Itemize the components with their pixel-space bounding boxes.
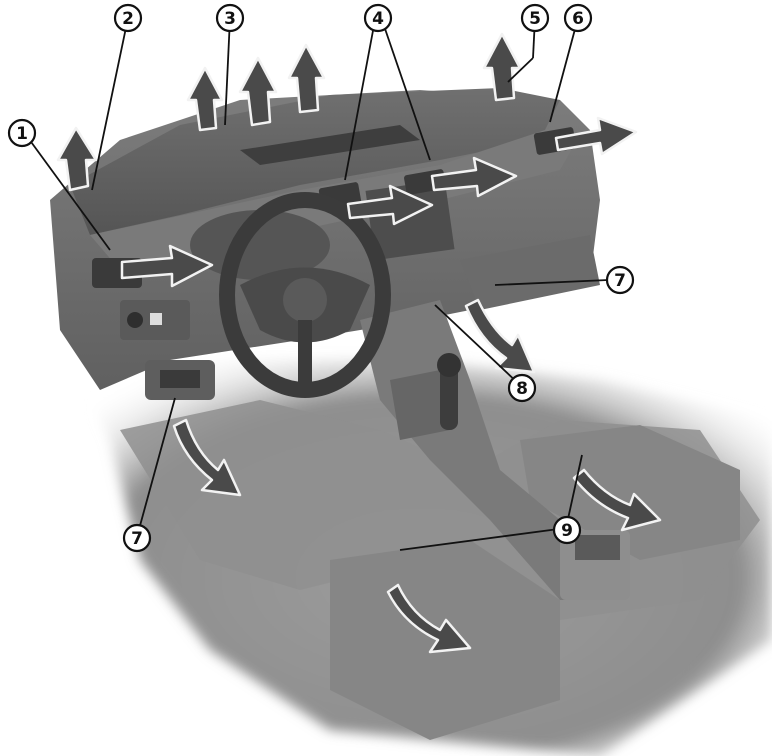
callout-1: 1	[9, 120, 35, 146]
callout-7-left: 7	[124, 525, 150, 551]
callout-2: 2	[115, 5, 141, 31]
callout-9: 9	[554, 517, 580, 543]
callout-5: 5	[522, 5, 548, 31]
callout-4: 4	[365, 5, 391, 31]
callout-6: 6	[565, 5, 591, 31]
callout-label: 5	[529, 9, 541, 29]
callout-label: 8	[516, 379, 528, 399]
callout-3: 3	[217, 5, 243, 31]
callout-label: 4	[372, 9, 384, 29]
callout-label: 7	[131, 529, 143, 549]
callout-7-right: 7	[607, 267, 633, 293]
callout-label: 3	[224, 9, 236, 29]
callout-label: 7	[614, 271, 626, 291]
airflow-arrow-icon	[466, 300, 534, 372]
callout-label: 9	[561, 521, 573, 541]
callout-label: 1	[16, 124, 28, 144]
callout-8: 8	[509, 375, 535, 401]
callout-label: 6	[572, 9, 584, 29]
callout-label: 2	[122, 9, 134, 29]
